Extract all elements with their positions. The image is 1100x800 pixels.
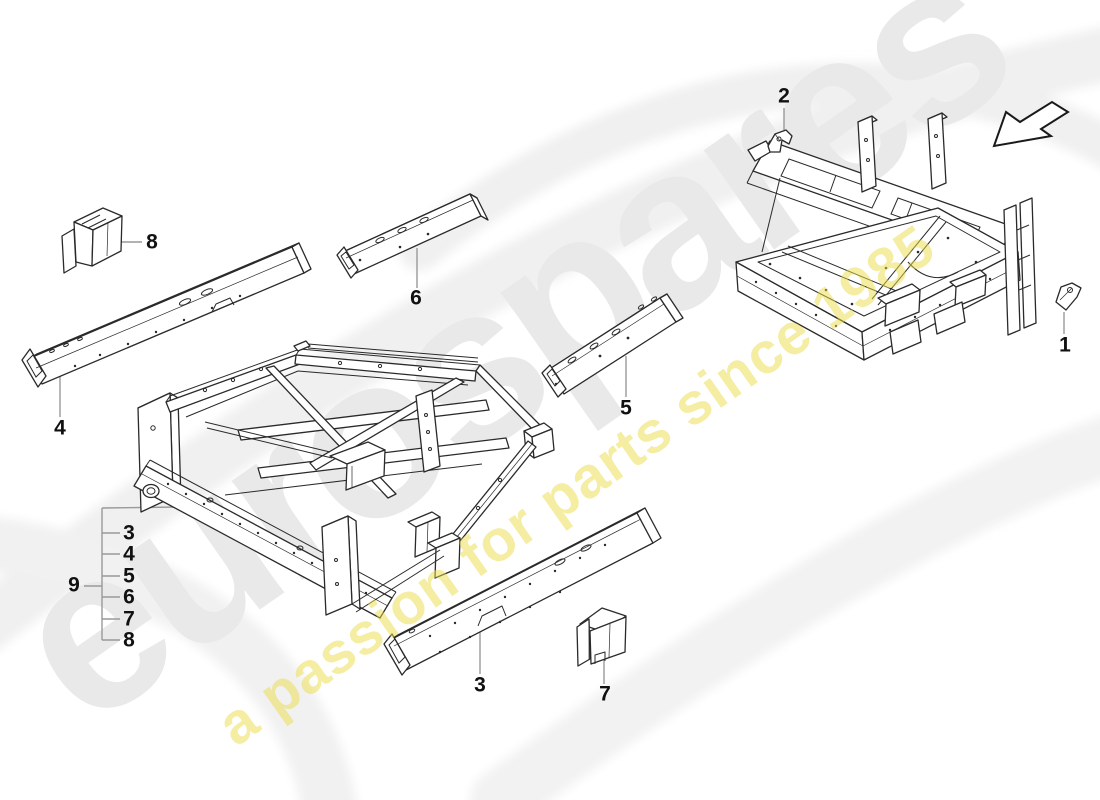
part-2-bracket-drawing xyxy=(767,129,793,153)
group-9-bracket xyxy=(84,506,181,641)
group9-item-8[interactable]: 8 xyxy=(123,628,135,652)
part-7-end-cap-drawing xyxy=(576,607,627,667)
group9-item-3[interactable]: 3 xyxy=(123,521,135,545)
callout-2[interactable]: 2 xyxy=(778,84,790,108)
part-6-member-drawing xyxy=(336,193,489,279)
part-8-end-cap-drawing xyxy=(61,207,123,274)
callout-3[interactable]: 3 xyxy=(474,673,486,697)
part-1-bracket-drawing xyxy=(1055,282,1082,311)
group9-item-4[interactable]: 4 xyxy=(123,542,135,566)
front-frame-exploded-drawing xyxy=(133,340,555,619)
group9-item-6[interactable]: 6 xyxy=(123,585,135,609)
part-3-member-drawing xyxy=(383,507,662,676)
callout-1[interactable]: 1 xyxy=(1059,333,1071,357)
part-5-member-drawing xyxy=(541,293,684,398)
callout-7[interactable]: 7 xyxy=(599,682,611,706)
part-4-member-drawing xyxy=(21,242,312,388)
group9-item-5[interactable]: 5 xyxy=(123,564,135,588)
callout-4[interactable]: 4 xyxy=(54,416,66,440)
view-direction-arrow-icon xyxy=(992,100,1070,148)
swoosh-curves xyxy=(0,27,1100,800)
callout-8[interactable]: 8 xyxy=(146,230,158,254)
callout-5[interactable]: 5 xyxy=(620,396,632,420)
group9-item-7[interactable]: 7 xyxy=(123,607,135,631)
callout-9[interactable]: 9 xyxy=(68,573,80,597)
front-frame-assembled-drawing xyxy=(735,112,1037,361)
callout-6[interactable]: 6 xyxy=(410,286,422,310)
